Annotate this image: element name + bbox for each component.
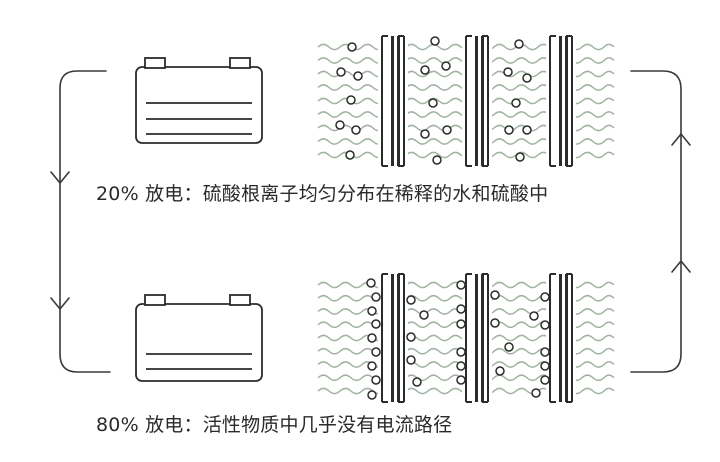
sulfate-ion xyxy=(540,361,550,371)
sulfate-ion xyxy=(442,125,452,135)
cell-bottom-plate-2 xyxy=(462,273,492,403)
sulfate-ion xyxy=(420,65,430,75)
caption-20-percent-value: 20% xyxy=(96,183,139,205)
sulfate-ion xyxy=(366,278,376,288)
sulfate-ion xyxy=(335,120,345,130)
sulfate-ion xyxy=(430,36,440,46)
sulfate-ion xyxy=(345,150,355,160)
caption-80-percent: 80% 放电：活性物质中几乎没有电流路径 xyxy=(96,414,452,436)
sulfate-ion xyxy=(504,125,514,135)
sulfate-ion xyxy=(367,306,377,316)
sulfate-ion xyxy=(441,61,451,71)
sulfate-ion xyxy=(353,71,363,81)
battery-icon-bottom xyxy=(135,294,263,382)
sulfate-ion xyxy=(347,42,357,52)
cell-top-plate-2 xyxy=(462,35,492,167)
cell-bottom-plate-1 xyxy=(378,273,408,403)
left-cycle-line xyxy=(59,70,111,373)
sulfate-ion xyxy=(456,375,466,385)
cycle-arrows xyxy=(50,70,691,373)
right-up-chevron-icon xyxy=(671,133,691,146)
sulfate-ion xyxy=(503,67,513,77)
caption-20-percent-text: 放电：硫酸根离子均匀分布在稀释的水和硫酸中 xyxy=(145,183,549,205)
sulfate-ion xyxy=(522,125,532,135)
sulfate-ion xyxy=(371,319,381,329)
sulfate-ion xyxy=(412,377,422,387)
sulfate-ion xyxy=(540,347,550,357)
sulfate-ion xyxy=(371,375,381,385)
sulfate-ion xyxy=(490,318,500,328)
sulfate-ion xyxy=(522,73,532,83)
sulfate-ion xyxy=(456,304,466,314)
cell-top-plate-1 xyxy=(378,35,408,167)
sulfate-ion xyxy=(456,347,466,357)
sulfate-ion xyxy=(531,388,541,398)
left-down-chevron-icon xyxy=(50,171,70,184)
sulfate-ion xyxy=(371,347,381,357)
sulfate-ion xyxy=(336,67,346,77)
sulfate-ion xyxy=(511,98,521,108)
sulfate-ion xyxy=(406,332,416,342)
sulfate-ion xyxy=(529,311,539,321)
cell-bottom-ions xyxy=(366,278,550,400)
cell-top-ions xyxy=(335,36,532,165)
sulfate-ion xyxy=(514,39,524,49)
sulfate-ion xyxy=(367,361,377,371)
sulfate-ion xyxy=(456,319,466,329)
sulfate-ion xyxy=(540,320,550,330)
sulfate-ion xyxy=(367,333,377,343)
sulfate-ion xyxy=(351,125,361,135)
sulfate-ion xyxy=(456,361,466,371)
cell-bottom-plate-3 xyxy=(546,273,576,403)
electrolyte-cell-top xyxy=(317,35,615,167)
sulfate-ion xyxy=(456,280,466,290)
sulfate-ion xyxy=(406,295,416,305)
sulfate-ion xyxy=(515,152,525,162)
caption-20-percent: 20% 放电：硫酸根离子均匀分布在稀释的水和硫酸中 xyxy=(96,183,548,205)
sulfate-ion xyxy=(419,310,429,320)
battery-icon-top xyxy=(135,57,263,144)
sulfate-ion xyxy=(495,366,505,376)
caption-80-percent-value: 80% xyxy=(96,414,139,436)
sulfate-ion xyxy=(371,292,381,302)
sulfate-ion xyxy=(490,290,500,300)
sulfate-ion xyxy=(504,342,514,352)
electrolyte-cell-bottom xyxy=(317,273,615,403)
sulfate-ion xyxy=(540,375,550,385)
cell-top-plate-3 xyxy=(546,35,576,167)
right-cycle-line xyxy=(630,70,682,373)
sulfate-ion xyxy=(420,129,430,139)
sulfate-ion xyxy=(367,390,377,400)
sulfate-ion xyxy=(540,292,550,302)
sulfate-ion xyxy=(428,98,438,108)
sulfate-ion xyxy=(432,155,442,165)
caption-80-percent-text: 放电：活性物质中几乎没有电流路径 xyxy=(145,414,453,436)
left-down-chevron-icon-2 xyxy=(50,297,70,310)
sulfate-ion xyxy=(406,355,416,365)
right-up-chevron-icon-2 xyxy=(671,260,691,273)
sulfate-ion xyxy=(346,95,356,105)
